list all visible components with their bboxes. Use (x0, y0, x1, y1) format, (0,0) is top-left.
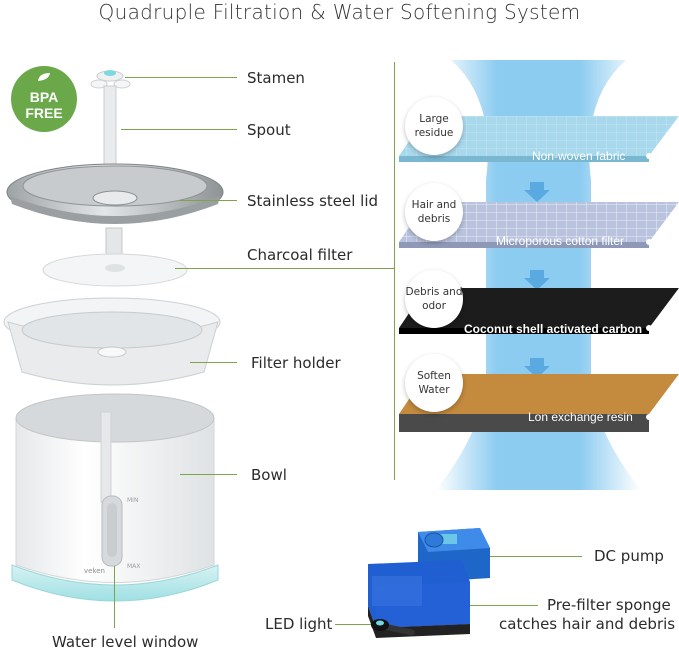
layer-non-woven-fabric (399, 116, 679, 162)
bowl-leader (180, 474, 237, 475)
layer-label-1: Non-woven fabric (532, 149, 626, 163)
bowl-max-mark: MAX (127, 563, 141, 570)
bowl-min-mark: MIN (127, 497, 139, 504)
stamen-label: Stamen (247, 69, 305, 87)
layer-label-3: Coconut shell activated carbon (464, 322, 643, 336)
lid-leader (180, 200, 237, 201)
window-leader (114, 566, 115, 628)
sponge-leader (470, 605, 538, 606)
pump-assembly (368, 528, 490, 638)
bpa-free-badge: BPA FREE (11, 66, 77, 132)
layer-coconut-shell-activated-carbon (399, 288, 679, 334)
arrow-down-icon (524, 270, 550, 290)
stamen (90, 70, 131, 89)
layer-label-2: Microporous cotton filter (496, 234, 625, 248)
led-label: LED light (265, 615, 333, 633)
pump-label: DC pump (594, 547, 664, 565)
badge-line-1: BPA (29, 89, 59, 105)
layer-label-4: Lon exchange resin (528, 410, 633, 424)
led-light (371, 619, 415, 636)
leaf-icon (38, 73, 50, 81)
arrow-down-icon (524, 182, 550, 202)
arrow-down-icon (524, 358, 550, 378)
lid-label: Stainless steel lid (247, 192, 379, 210)
pump-leader (490, 556, 582, 557)
charcoal-filter (42, 253, 188, 287)
led-leader (335, 624, 371, 625)
sponge-label-1: Pre-filter sponge (547, 596, 671, 614)
bowl-label: Bowl (251, 466, 287, 484)
sponge-label-2: catches hair and debris (499, 615, 676, 633)
stamen-leader (125, 77, 237, 78)
layer-microporous-cotton-filter (399, 202, 679, 248)
charcoal-label: Charcoal filter (247, 246, 353, 264)
holder-leader (190, 362, 237, 363)
holder-label: Filter holder (251, 354, 341, 372)
brand-logo: veken (84, 567, 105, 575)
filtration-layers-graphic (399, 60, 679, 490)
fountain-exploded-view (3, 70, 224, 602)
filter-holder (3, 297, 221, 386)
spout (103, 85, 117, 169)
section-divider (394, 62, 395, 480)
layer-ion-exchange-resin (399, 374, 679, 432)
badge-line-2: FREE (25, 105, 63, 121)
page-title: Quadruple Filtration & Water Softening S… (98, 0, 581, 24)
window-label: Water level window (52, 633, 199, 651)
spout-leader (121, 129, 237, 130)
pre-filter-sponge (368, 560, 470, 638)
charcoal-leader (175, 268, 395, 269)
stainless-steel-lid (6, 163, 224, 224)
spout-label: Spout (247, 121, 291, 139)
